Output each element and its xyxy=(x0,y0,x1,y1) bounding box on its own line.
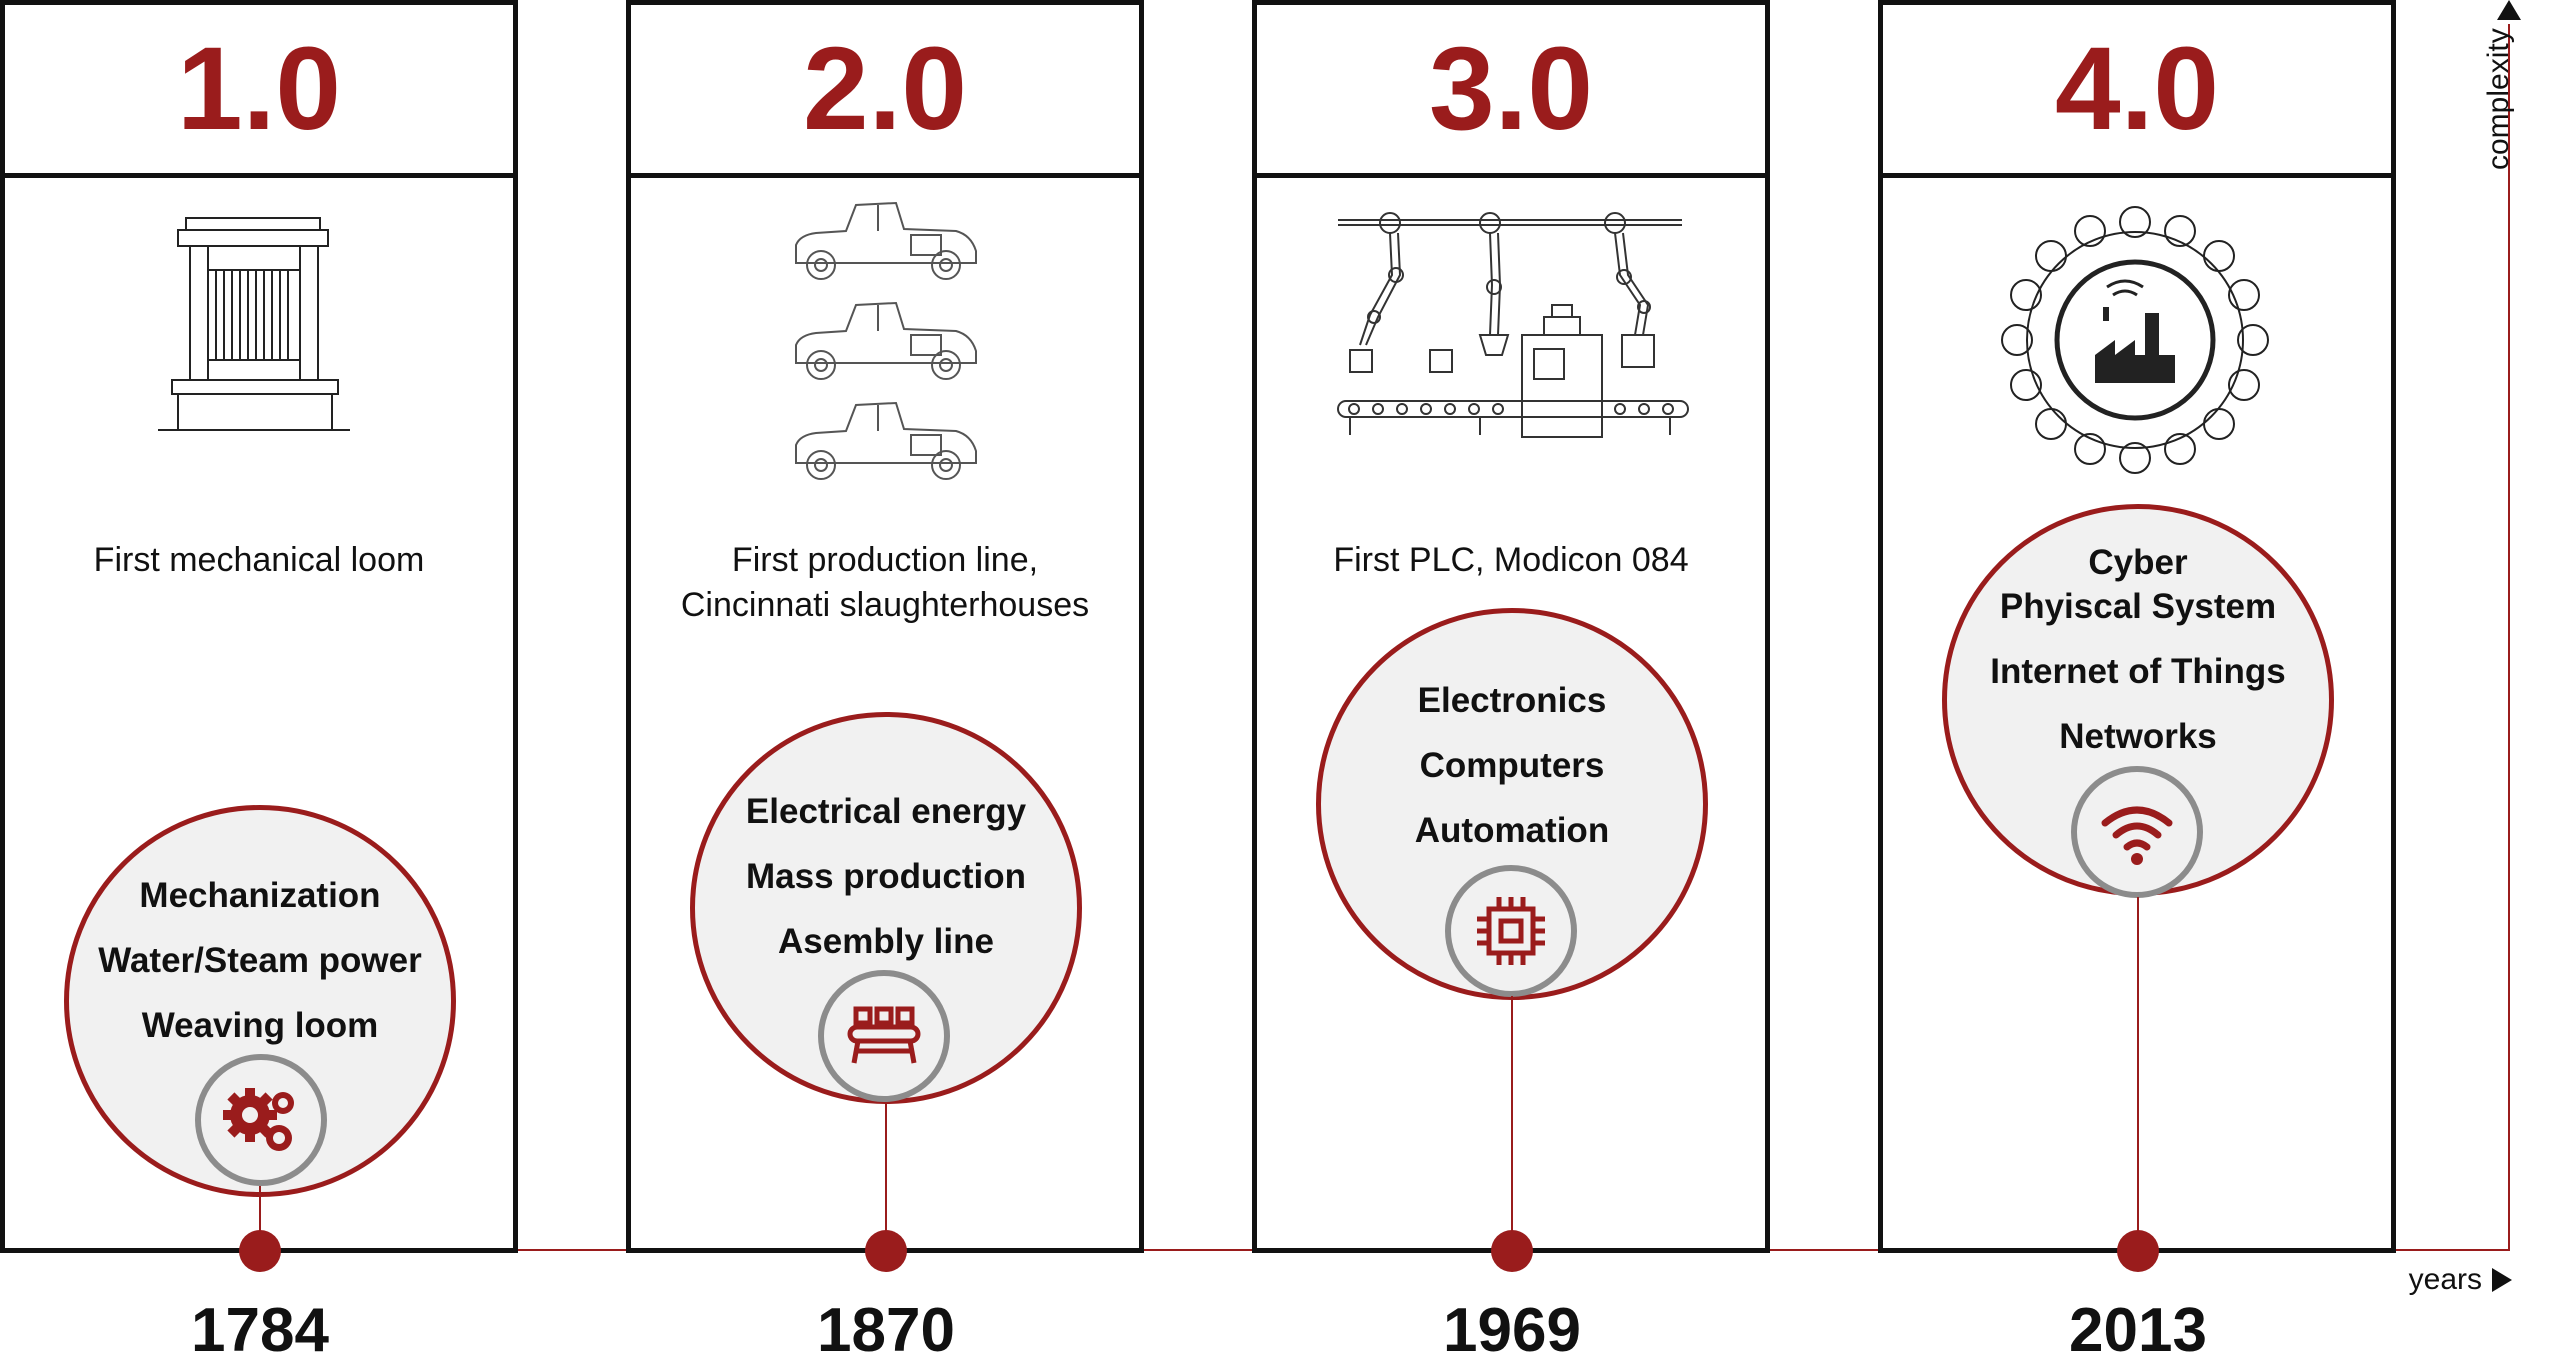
timeline-connector xyxy=(259,1186,261,1250)
feature-label: Internet of Things xyxy=(1990,652,2286,691)
feature-label: Water/Steam power xyxy=(98,941,422,980)
era-year: 1784 xyxy=(191,1296,329,1365)
chip-icon xyxy=(1445,865,1577,997)
feature-label: Asembly line xyxy=(778,922,994,961)
feature-label: Cyber xyxy=(2088,543,2188,582)
era-number-box: 4.0 xyxy=(1878,0,2396,178)
era-year: 1969 xyxy=(1443,1296,1581,1365)
timeline-dot xyxy=(2117,1230,2159,1272)
loom-illustration xyxy=(158,217,350,431)
era-number: 4.0 xyxy=(2054,23,2220,155)
feature-label: Mass production xyxy=(745,857,1027,896)
era-caption: First mechanical loom xyxy=(93,541,425,579)
y-axis-arrow-icon xyxy=(2497,0,2521,20)
timeline-dot xyxy=(1491,1230,1533,1272)
feature-label: Mechanization xyxy=(139,876,381,915)
x-axis-label: years xyxy=(2408,1263,2482,1296)
era-year: 2013 xyxy=(2069,1296,2207,1365)
feature-label: Weaving loom xyxy=(141,1006,379,1045)
y-axis-label: complexity xyxy=(2482,28,2515,170)
feature-label: Automation xyxy=(1414,811,1610,850)
timeline-connector xyxy=(885,1102,887,1250)
era-number-box: 2.0 xyxy=(626,0,1144,178)
feature-bubble xyxy=(64,805,456,1197)
feature-label: Networks xyxy=(2059,717,2217,756)
y-axis-line xyxy=(2508,24,2510,1251)
timeline-dot xyxy=(239,1230,281,1272)
era-caption: First production line, Cincinnati slaugh… xyxy=(680,541,1090,624)
feature-label: Phyiscal System xyxy=(1999,587,2277,626)
timeline-dot xyxy=(865,1230,907,1272)
timeline-connector xyxy=(2137,897,2139,1250)
era-caption: First PLC, Modicon 084 xyxy=(1333,541,1689,579)
feature-label: Electronics xyxy=(1417,681,1607,720)
era-year: 1870 xyxy=(817,1296,955,1365)
x-axis-arrow-icon xyxy=(2492,1268,2512,1292)
conveyor-icon xyxy=(818,970,950,1102)
era-number: 1.0 xyxy=(176,23,342,155)
era-number-box: 3.0 xyxy=(1252,0,1770,178)
cars-illustration xyxy=(795,201,977,480)
era-number-box: 1.0 xyxy=(0,0,518,178)
era-number: 2.0 xyxy=(802,23,968,155)
robot-line-illustration xyxy=(1337,212,1689,438)
gears-icon xyxy=(195,1054,327,1186)
timeline-connector xyxy=(1511,996,1513,1250)
smart-factory-illustration xyxy=(2001,206,2269,474)
wifi-icon xyxy=(2071,766,2203,898)
era-number: 3.0 xyxy=(1428,23,1594,155)
feature-label: Electrical energy xyxy=(745,792,1027,831)
feature-label: Computers xyxy=(1419,746,1605,785)
